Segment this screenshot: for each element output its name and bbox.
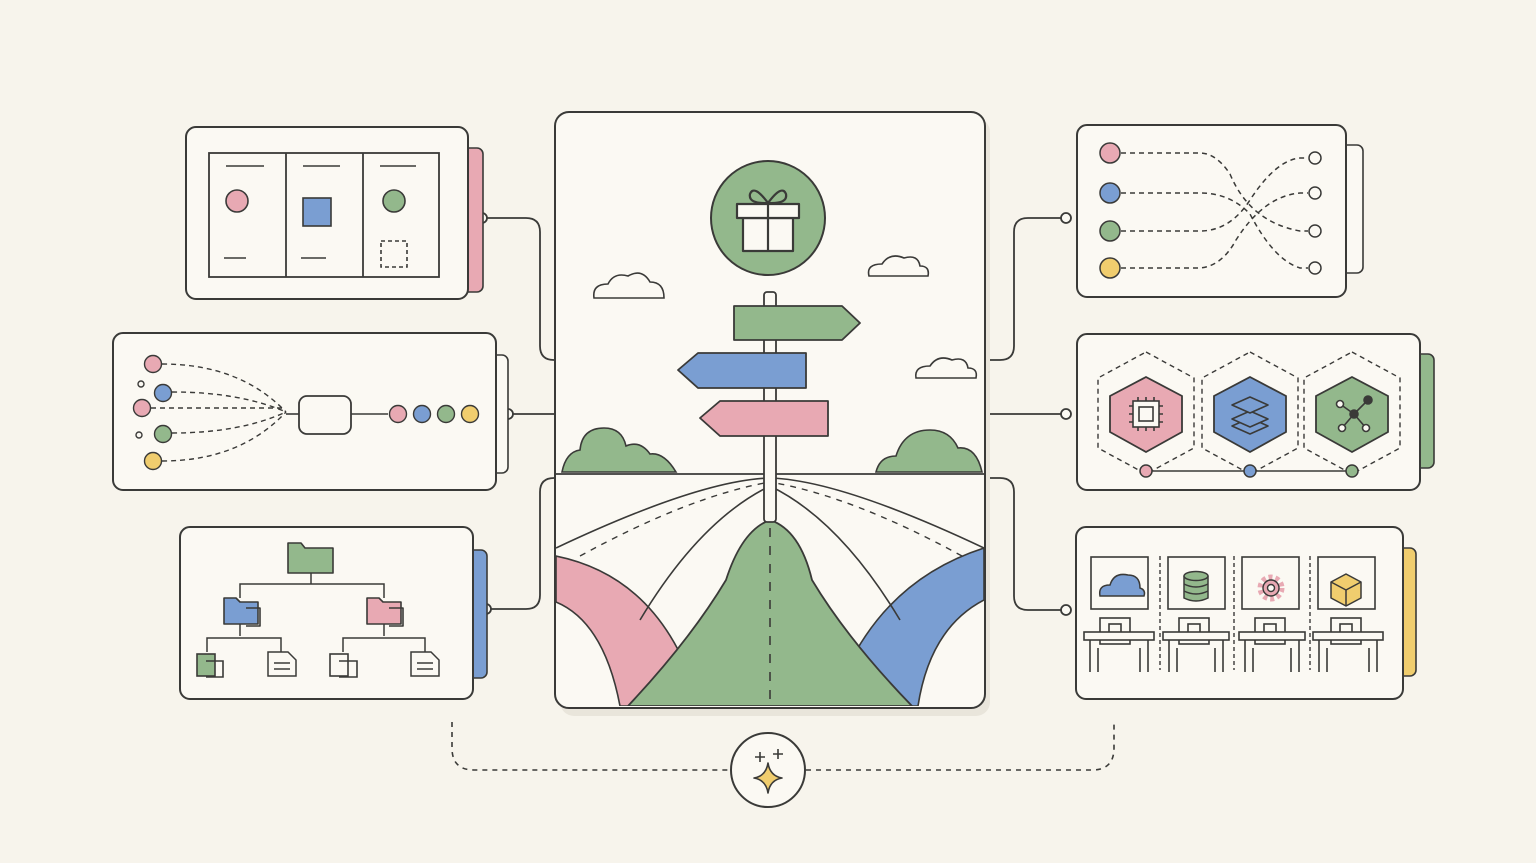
cloud-right-top (867, 255, 930, 277)
cube-icon (1330, 573, 1362, 607)
folder-tree-panel[interactable] (179, 526, 488, 700)
folder-icon (196, 653, 224, 678)
gift-icon (735, 189, 801, 253)
roads (556, 477, 984, 706)
folder-icon (223, 597, 261, 627)
signpost (677, 291, 861, 523)
kanban-panel[interactable] (185, 126, 484, 300)
database-icon (1183, 570, 1209, 602)
folder-icon (366, 597, 404, 627)
desks-panel[interactable] (1075, 526, 1417, 700)
sparkle-badge[interactable] (730, 732, 806, 808)
connector-lines (482, 217, 1066, 611)
bush-right (874, 429, 984, 473)
bottom-dashed-bracket (451, 722, 1115, 771)
service-hexagons-panel[interactable] (1076, 333, 1435, 491)
signpost-arrow-left-2 (699, 400, 829, 437)
cloud-left (592, 272, 665, 299)
layers-icon (1231, 396, 1269, 435)
cloud-right-mid (914, 357, 978, 379)
routing-panel[interactable] (1076, 124, 1364, 298)
center-panel (554, 111, 990, 716)
sparkle-icon (753, 749, 783, 794)
merge-pipeline-panel[interactable] (112, 332, 509, 491)
document-icon (410, 651, 440, 677)
signpost-arrow-right (733, 305, 861, 341)
chip-icon (1129, 397, 1163, 431)
network-icon (1335, 395, 1373, 433)
cloud-icon (1098, 573, 1146, 597)
folder-icon (287, 542, 334, 574)
folder-icon (329, 653, 358, 678)
signpost-arrow-left (677, 352, 807, 389)
gift-badge[interactable] (710, 160, 826, 276)
document-icon (267, 651, 297, 677)
gear-icon (1257, 574, 1285, 602)
bush-left (561, 427, 678, 473)
